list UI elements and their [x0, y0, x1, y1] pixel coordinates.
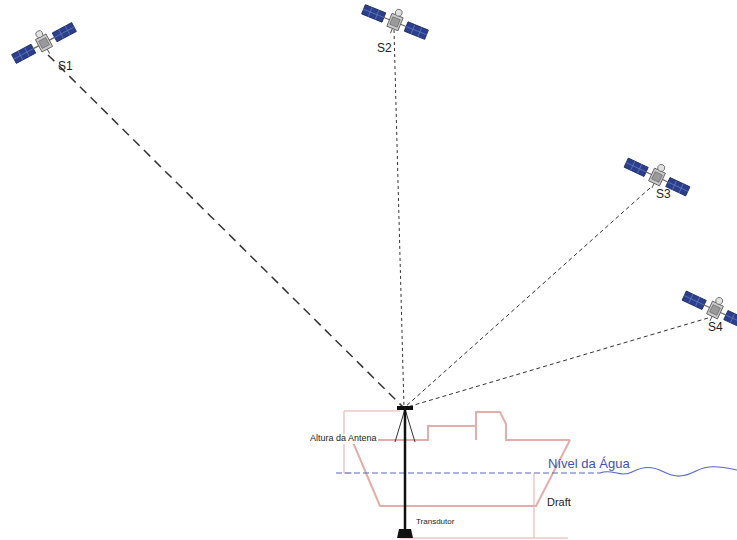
satellite-label: S4 — [708, 321, 723, 334]
water-level-line — [336, 473, 600, 474]
satellite-symbol — [679, 283, 737, 335]
satellite-label: S2 — [377, 42, 392, 55]
dimension-label: Altura da Antena — [309, 434, 378, 444]
antenna-mast — [395, 406, 415, 530]
satellite-label: S1 — [58, 60, 73, 73]
satellite-label: S3 — [656, 188, 671, 201]
water-level-label: Nível da Água — [548, 457, 630, 471]
dimension-label: Draft — [547, 496, 571, 508]
transducer-symbol — [397, 529, 413, 538]
part-label: Transdutor — [416, 518, 454, 527]
signal-lines — [48, 30, 708, 408]
draft-dimension — [400, 473, 568, 538]
satellite-symbol — [359, 0, 432, 46]
satellite-symbol — [621, 150, 693, 202]
ship-outline — [352, 412, 570, 506]
